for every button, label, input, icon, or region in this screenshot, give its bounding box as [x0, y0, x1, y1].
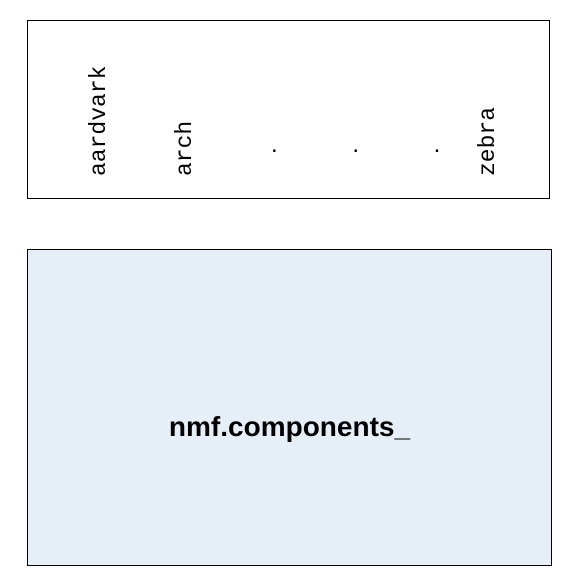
matrix-label: nmf.components_	[168, 410, 411, 442]
vocab-ellipsis: . . .	[271, 131, 475, 158]
vocab-word-arch: arch	[172, 120, 198, 176]
vocab-word-aardvark: aardvark	[86, 65, 112, 176]
components-matrix-box: nmf.components_	[27, 249, 552, 566]
vocabulary-box: aardvark arch . . . zebra	[27, 20, 550, 199]
vocab-word-zebra: zebra	[475, 106, 501, 176]
